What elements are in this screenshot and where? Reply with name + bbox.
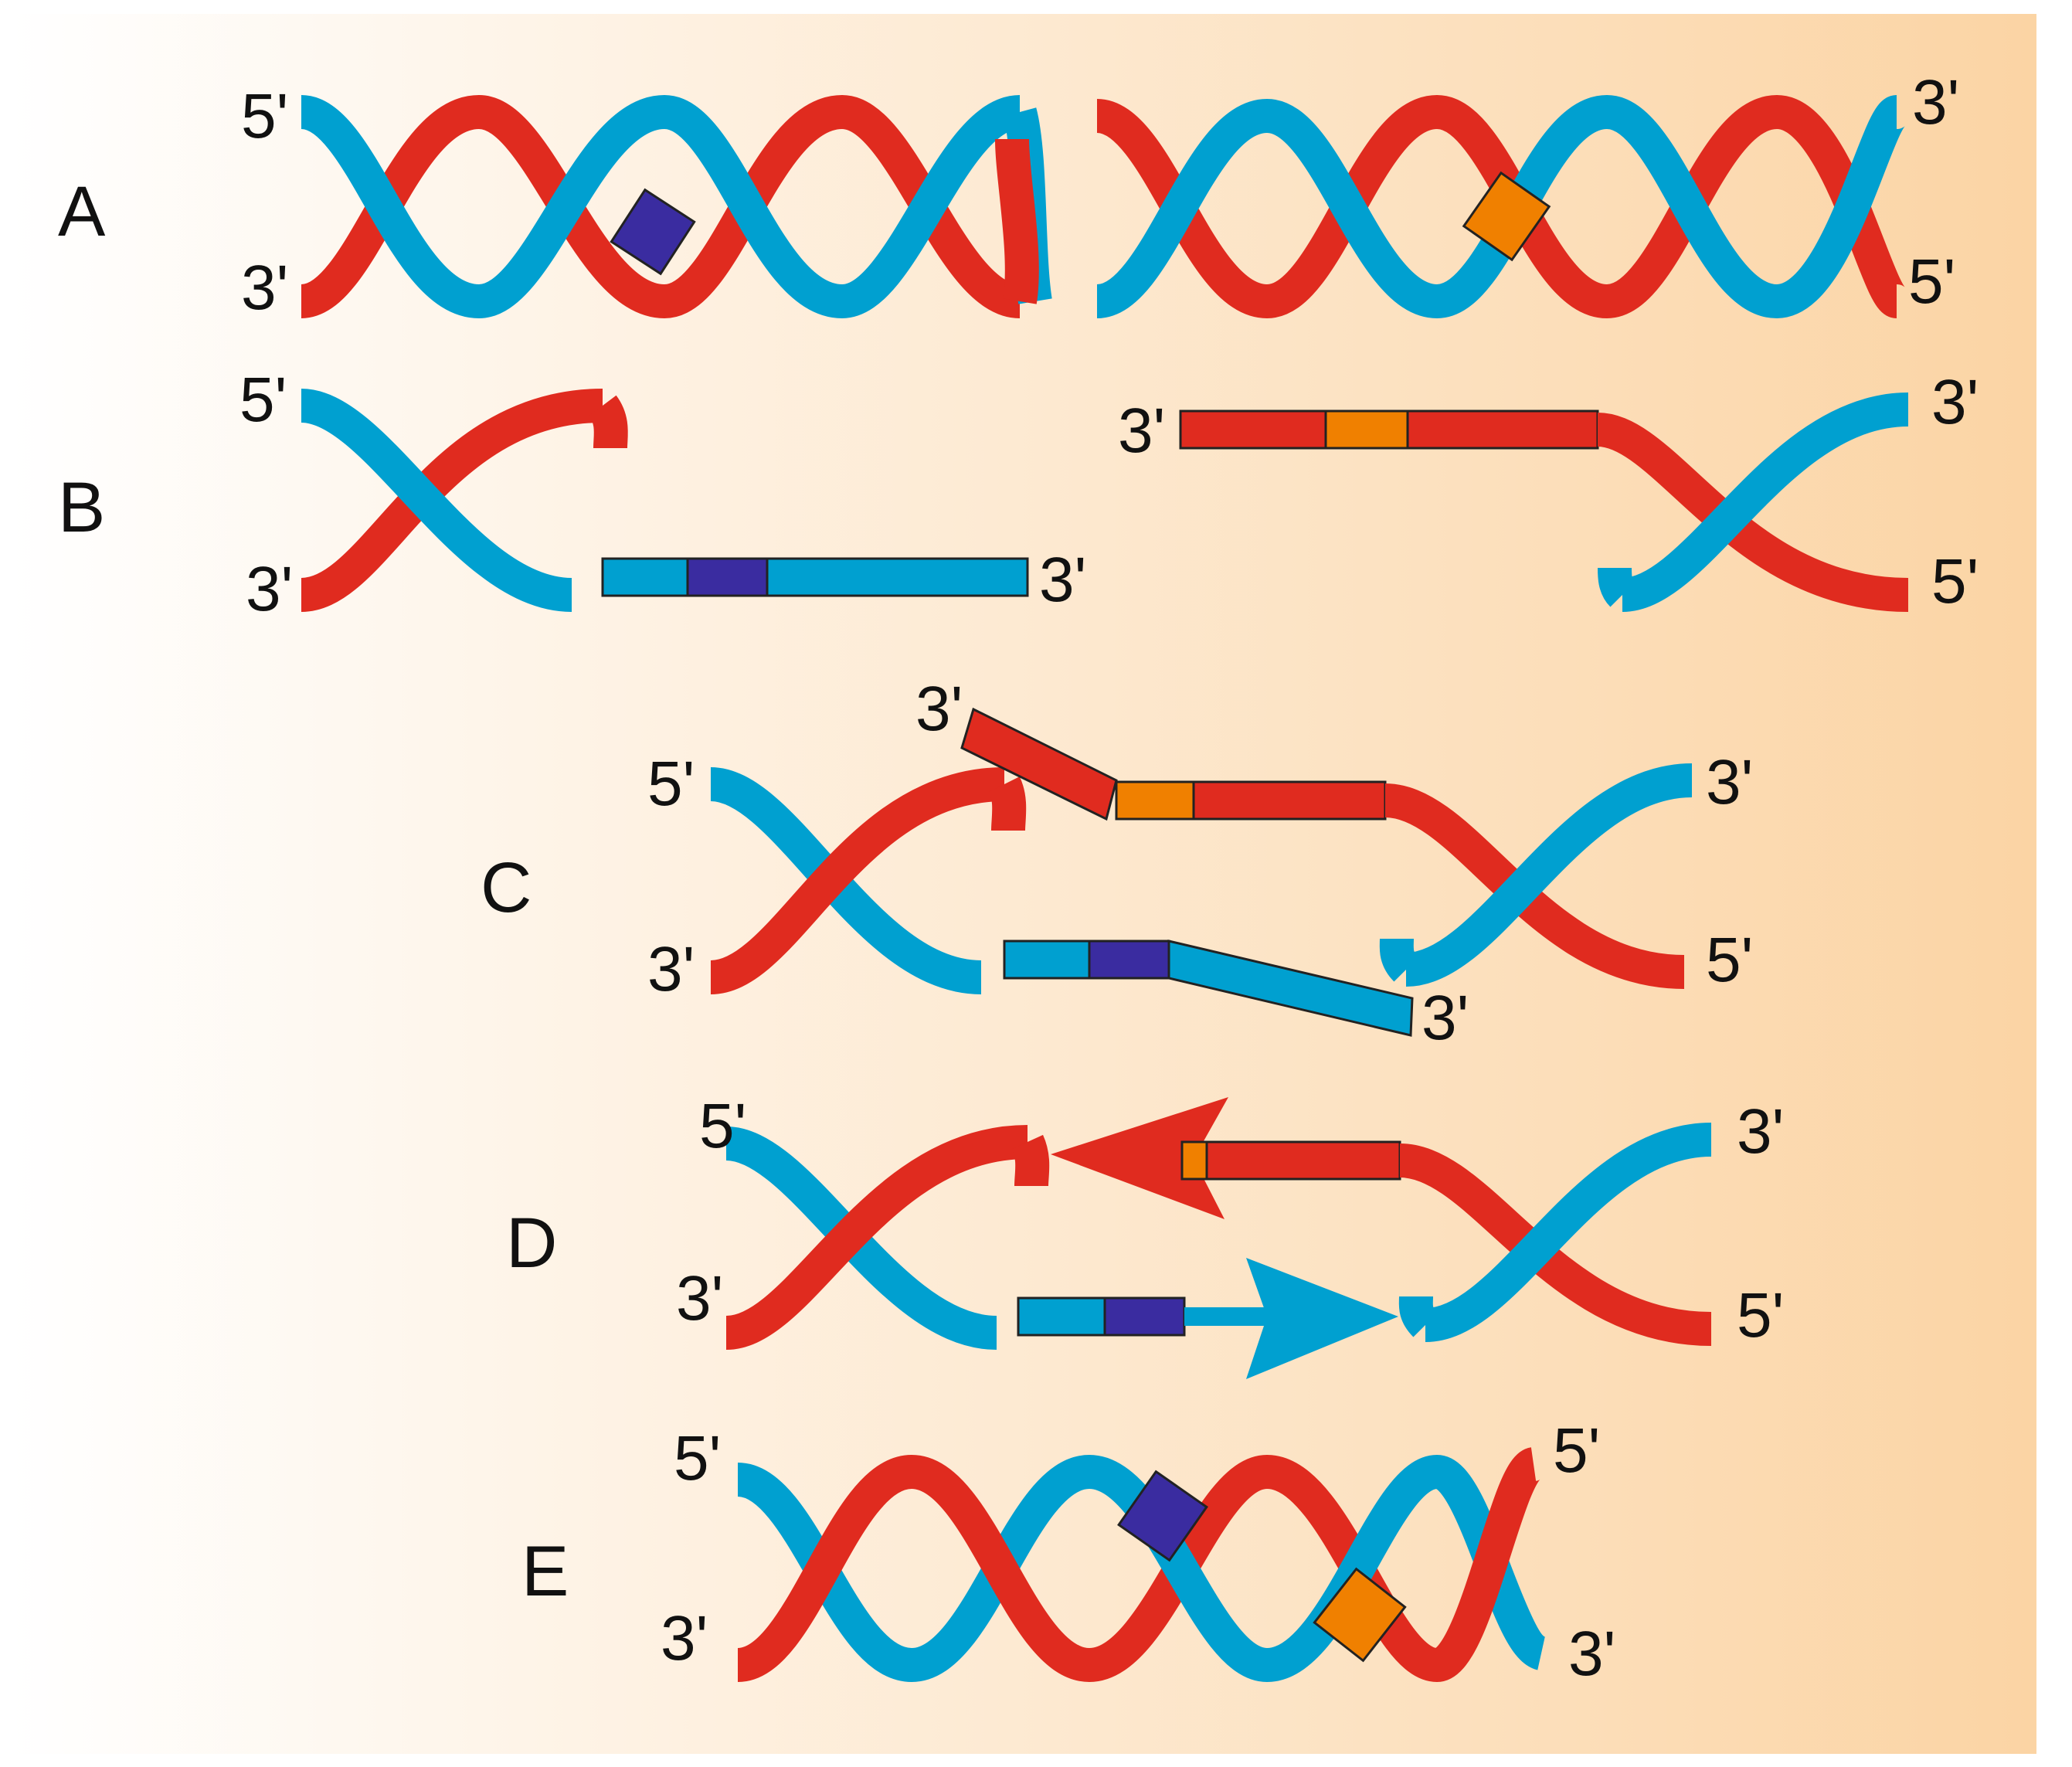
blue-strand-tail	[1017, 1296, 1106, 1337]
row-b-right-duplex	[1179, 392, 1909, 612]
blue-strand-segment	[299, 389, 573, 612]
row-c-right-duplex	[960, 707, 1693, 989]
blue-strand-segment	[1621, 392, 1909, 612]
red-strand-segment	[1432, 1447, 1543, 1682]
purple-marker	[686, 557, 769, 597]
blue-strand-end	[1398, 1296, 1439, 1337]
red-strand-segment	[709, 767, 1005, 994]
orange-marker	[1324, 409, 1409, 450]
red-strand-segment	[725, 1125, 1028, 1350]
blue-strand-tail	[1003, 940, 1091, 980]
row-label-a: A	[58, 172, 106, 251]
red-strand-segment	[909, 1455, 1092, 1682]
blue-strand-segment	[299, 95, 481, 318]
blue-strand-tail	[1167, 940, 1414, 1037]
orange-marker	[1462, 171, 1551, 262]
row-a-right-duplex	[1095, 95, 1907, 318]
blue-strand-segment	[1095, 99, 1269, 318]
end-label-3prime: 3'	[246, 554, 293, 624]
blue-strand-segment	[662, 95, 844, 318]
red-strand-end	[1011, 1134, 1050, 1187]
blue-strand-segment	[1087, 1455, 1269, 1682]
purple-marker	[1088, 940, 1170, 980]
end-label-3prime: 3'	[661, 1603, 708, 1674]
end-label-5prime: 5'	[647, 749, 695, 819]
row-b-left-duplex	[299, 389, 1029, 612]
red-synthesis-arrow	[1051, 1097, 1228, 1219]
end-label-5prime: 5'	[239, 365, 287, 435]
row-a: A 5' 3' 3' 5'	[58, 67, 1959, 323]
end-label-5prime: 5'	[1908, 246, 1955, 317]
row-label-b: B	[58, 468, 105, 547]
purple-marker	[1103, 1296, 1186, 1337]
blue-strand-segment	[1605, 95, 1779, 318]
figure-background	[11, 14, 2036, 1754]
red-strand-end	[988, 776, 1027, 831]
blue-strand-segment	[1774, 95, 1907, 318]
blue-strand-end	[1598, 567, 1636, 607]
orange-marker	[1115, 780, 1195, 821]
row-d-left-duplex	[724, 1125, 1398, 1379]
red-strand-tail	[1192, 780, 1387, 821]
end-label-3prime: 3'	[676, 1263, 723, 1334]
blue-strand-segment	[1265, 1455, 1440, 1682]
row-c-left-duplex	[708, 767, 1414, 1037]
blue-strand-segment	[1405, 763, 1693, 987]
red-strand-end	[995, 138, 1039, 304]
end-label-5prime: 5'	[699, 1091, 746, 1161]
row-d-right-duplex	[1051, 1097, 1712, 1346]
red-strand-segment	[735, 1455, 914, 1682]
end-label-3prime: 3'	[1706, 747, 1753, 817]
red-strand-end	[588, 395, 628, 449]
row-label-d: D	[506, 1204, 557, 1283]
end-label-5prime: 5'	[1931, 546, 1979, 617]
end-label-3prime: 3'	[1422, 983, 1469, 1053]
end-label-3prime: 3'	[1931, 367, 1979, 437]
end-label-3prime: 3'	[1568, 1619, 1615, 1689]
end-label-5prime: 5'	[1706, 925, 1753, 995]
end-label-3prime: 3'	[1039, 545, 1086, 615]
end-label-3prime: 3'	[647, 934, 695, 1004]
row-a-left-duplex	[299, 95, 1052, 318]
end-label-3prime: 3'	[1737, 1096, 1784, 1167]
end-label-5prime: 5'	[241, 81, 288, 151]
red-strand-tail	[960, 707, 1118, 821]
end-label-5prime: 5'	[674, 1423, 721, 1493]
blue-single-strand-tail	[601, 557, 1029, 597]
blue-synthesis-arrow	[1246, 1258, 1398, 1379]
red-strand-tail	[1205, 1140, 1401, 1181]
row-label-e: E	[521, 1532, 569, 1611]
end-label-5prime: 5'	[1553, 1415, 1600, 1486]
row-d: D 5' 3' 3' 5'	[506, 1091, 1784, 1379]
blue-strand-end	[1379, 938, 1419, 982]
blue-strand-segment	[477, 95, 667, 318]
end-label-3prime: 3'	[1912, 67, 1959, 138]
row-label-c: C	[481, 848, 532, 927]
blue-synthesis-extension	[1184, 1307, 1269, 1326]
blue-strand-segment	[1424, 1123, 1712, 1342]
end-label-5prime: 5'	[1737, 1280, 1784, 1351]
end-label-3prime: 3'	[915, 674, 963, 744]
purple-marker	[610, 188, 696, 276]
row-b: B 5' 3' 3' 3' 3' 5'	[58, 365, 1979, 624]
orange-marker	[1313, 1567, 1407, 1663]
blue-strand-segment	[840, 95, 1022, 318]
purple-marker	[1117, 1470, 1208, 1562]
blue-strand-segment	[1265, 99, 1439, 318]
row-e: E 5' 3' 5' 3'	[521, 1415, 1615, 1689]
row-c: C 5' 3' 3' 3' 3' 5'	[481, 674, 1753, 1053]
end-label-3prime: 3'	[241, 253, 288, 323]
orange-marker	[1180, 1140, 1208, 1181]
end-label-3prime: 3'	[1118, 396, 1165, 466]
